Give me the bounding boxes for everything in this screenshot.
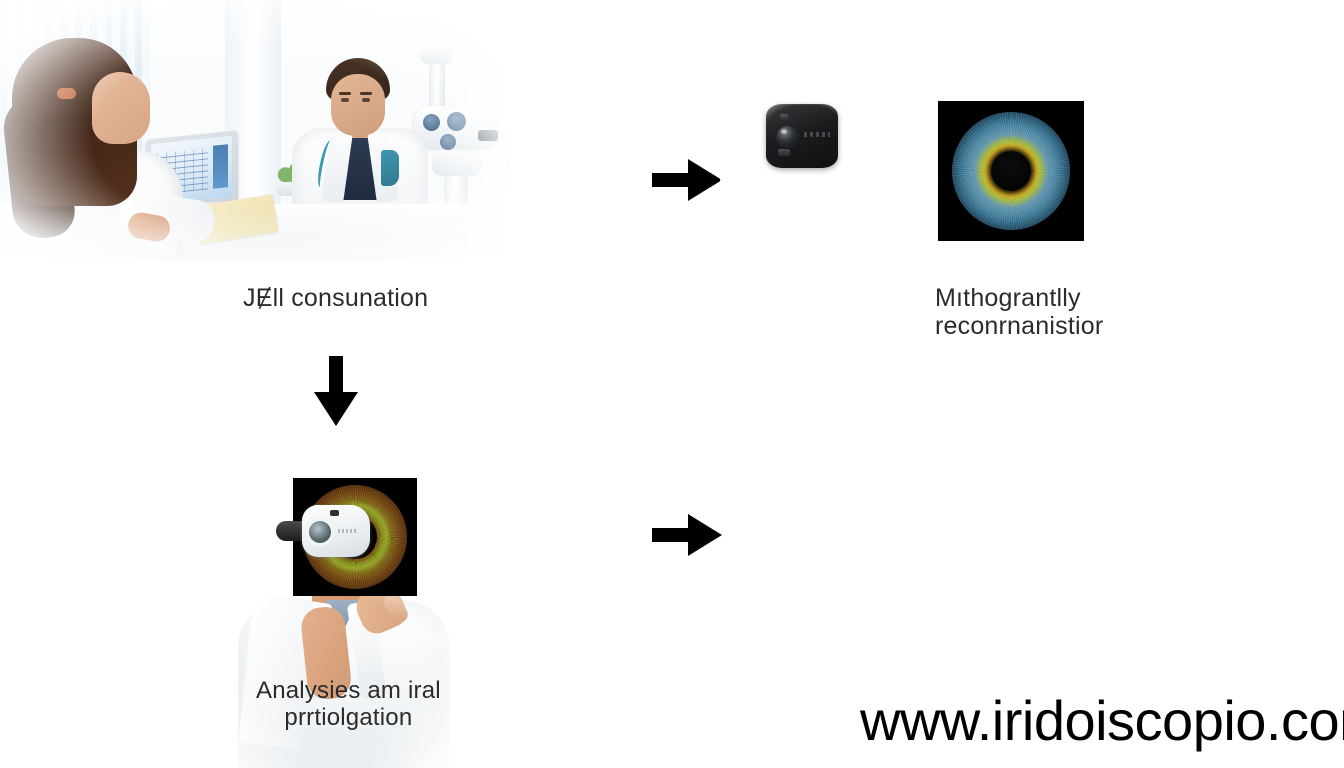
hair-tie	[57, 88, 76, 99]
arrow-right-icon	[652, 159, 722, 201]
caption-analysis: Analysies am iral prrtiolgation	[256, 677, 441, 731]
blue-iris-image	[938, 101, 1084, 241]
clinician-face	[92, 72, 150, 144]
site-url-watermark: www.iridoiscopio.con.mx	[860, 689, 1344, 752]
doctor-eyebrow-left	[339, 92, 351, 95]
slit-lamp-oculars	[440, 134, 456, 150]
iriscope-eyepiece	[309, 521, 331, 543]
doctor-eye-left	[341, 98, 349, 102]
caption-capture: Mıthograntlly reconrnanistior	[935, 284, 1104, 340]
slit-lamp-oculars	[447, 112, 466, 131]
blue-iris-disc	[952, 112, 1070, 230]
camera-device-icon	[766, 104, 838, 168]
camera-grip	[778, 149, 790, 156]
doctor-eye-right	[362, 98, 370, 102]
slit-lamp-illuminator	[420, 42, 454, 64]
arrow-head	[314, 392, 358, 426]
handheld-iriscope-icon	[276, 505, 372, 557]
arrow-shaft	[652, 173, 694, 187]
arrow-shaft	[652, 528, 694, 542]
arrow-head	[688, 159, 722, 201]
doctor-face	[331, 74, 385, 136]
consultation-photo	[0, 0, 510, 262]
doctor-eyebrow-right	[360, 92, 372, 95]
caption-consultation: JɆll consunation	[243, 284, 429, 312]
arrow-shaft	[329, 356, 343, 398]
iriscope-label-text	[338, 529, 356, 533]
arrow-head	[688, 514, 722, 556]
slit-lamp-knob	[478, 130, 498, 141]
arrow-down-icon	[314, 356, 358, 428]
doctor-pocket-badge	[381, 150, 399, 186]
camera-lens	[777, 126, 797, 146]
pupil	[991, 151, 1031, 191]
camera-brand-text	[804, 132, 830, 137]
arrow-right-icon	[652, 514, 722, 556]
slit-lamp-joint	[432, 150, 482, 176]
camera-flash	[780, 114, 788, 120]
iriscope-button	[330, 510, 339, 516]
slit-lamp-oculars	[423, 114, 440, 131]
